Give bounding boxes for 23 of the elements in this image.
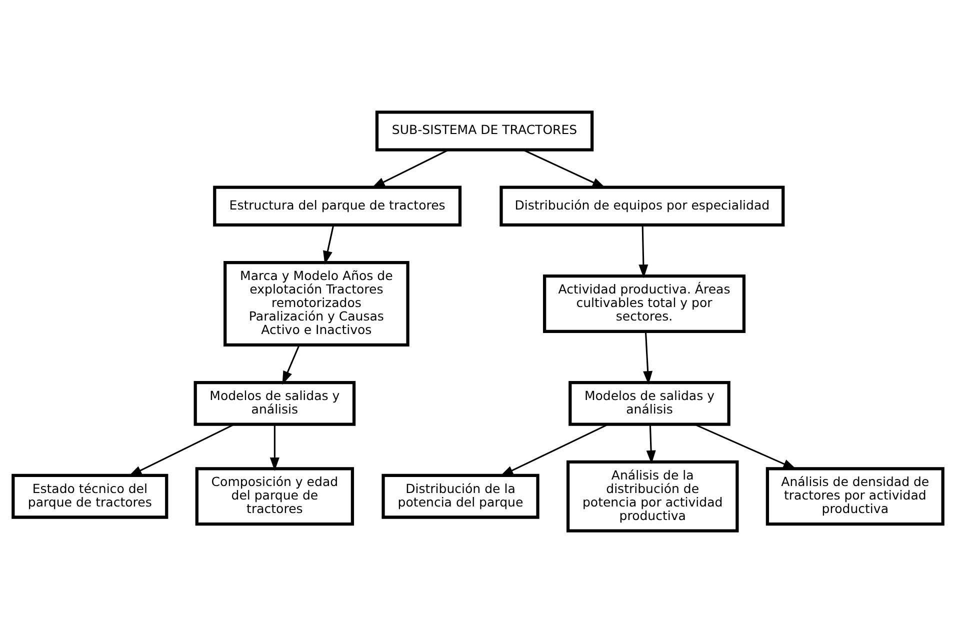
arrow (282, 344, 300, 384)
node-box: Estructura del parque de tractores (213, 185, 462, 226)
arrow (522, 148, 606, 188)
arrow (323, 224, 334, 264)
arrow (638, 224, 648, 278)
node-box: Composición y edad del parque de tractores (195, 466, 354, 526)
arrow (128, 423, 234, 476)
node-box: Análisis de densidad de tractores por actividad productiva (766, 466, 944, 526)
arrow (500, 423, 608, 476)
node-box: Distribución de la potencia del parque (382, 473, 540, 518)
arrow (643, 330, 653, 384)
arrow (371, 148, 449, 188)
node-box: Análisis de la distribución de potencia por actividad productiva (566, 460, 739, 532)
node-box: SUB-SISTEMA DE TRACTORES (375, 110, 594, 151)
arrow (694, 423, 797, 469)
node-box: Modelos de salidas y análisis (568, 380, 730, 426)
node-box: Distribución de equipos por especialidad (500, 185, 785, 226)
arrow (270, 424, 280, 471)
node-box: Modelos de salidas y análisis (194, 380, 356, 426)
arrow (646, 424, 656, 464)
node-box: Estado técnico del parque de tractores (12, 473, 168, 518)
node-box: Actividad productiva. Áreas cultivables total y por sectores. (542, 274, 746, 332)
node-box: Marca y Modelo Años de explotación Tractores remotorizados Paralización y Causas Activo e Inactivos (224, 260, 410, 346)
